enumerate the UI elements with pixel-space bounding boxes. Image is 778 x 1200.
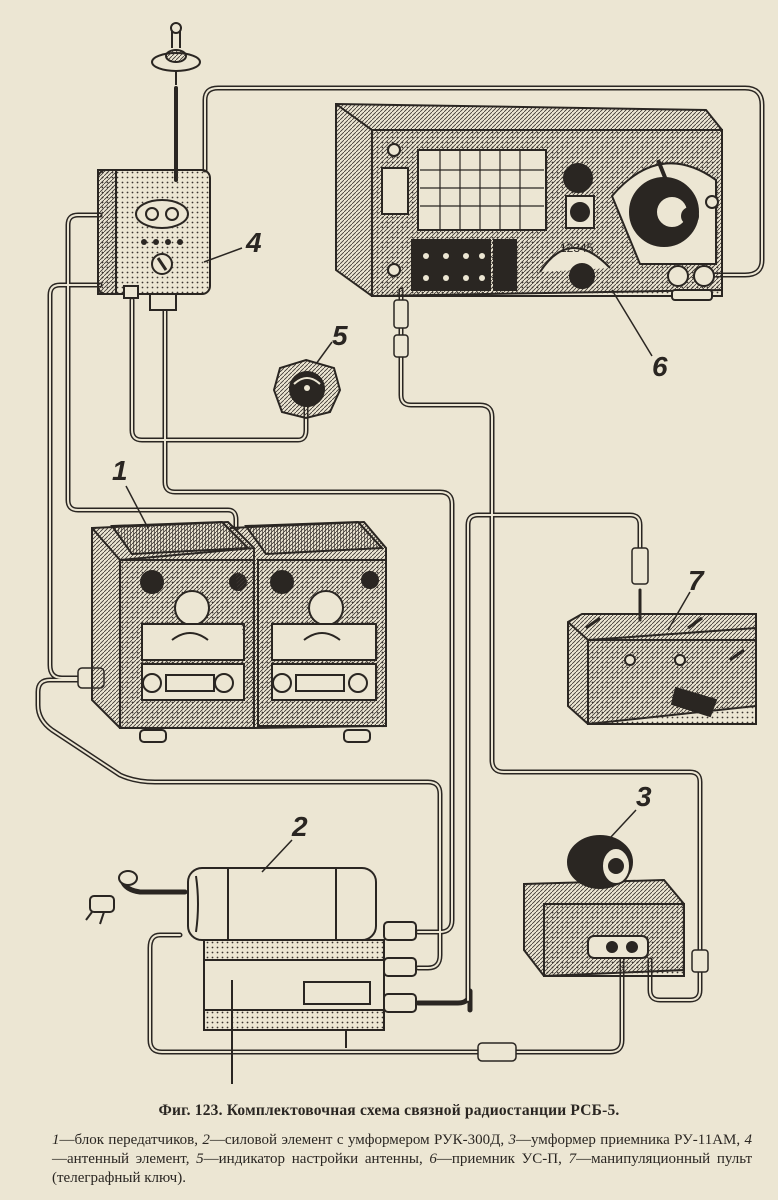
label-3: 3 xyxy=(636,781,652,812)
legend-item-text: манипуляционный пульт (телеграфный ключ) xyxy=(52,1151,753,1186)
receiver-umformer xyxy=(523,835,685,978)
label-6: 6 xyxy=(652,351,668,382)
legend-item-6: 6—приемник УС-П, xyxy=(429,1151,569,1167)
transmitter-block xyxy=(91,520,387,743)
legend-item-1: 1—блок передатчиков, xyxy=(52,1132,203,1148)
figure-legend: 1—блок передатчиков, 2—силовой элемент с… xyxy=(52,1131,752,1188)
receiver-unit: 12345 xyxy=(335,102,723,301)
legend-item-text: умформер приемника РУ-11АМ xyxy=(530,1132,737,1148)
legend-item-4: 4—антенный элемент, xyxy=(52,1132,753,1167)
legend-item-text: блок передатчиков xyxy=(74,1132,195,1148)
legend-item-number: 3 xyxy=(508,1132,516,1148)
label-2: 2 xyxy=(291,811,308,842)
figure-caption-title: Фиг. 123. Комплектовочная схема связной … xyxy=(158,1102,620,1119)
number-labels: 1 2 3 4 5 6 7 xyxy=(112,227,705,873)
legend-item-5: 5—индикатор настройки антенны, xyxy=(196,1151,430,1167)
label-4: 4 xyxy=(245,227,262,258)
label-7: 7 xyxy=(688,565,705,596)
label-5: 5 xyxy=(332,320,348,351)
legend-item-3: 3—умформер приемника РУ-11АМ, xyxy=(508,1132,745,1148)
legend-item-number: 1 xyxy=(52,1132,60,1148)
legend-item-number: 4 xyxy=(744,1132,753,1148)
legend-item-text: силовой элемент с умформером РУК-300Д xyxy=(224,1132,501,1148)
legend-item-text: индикатор настройки антенны xyxy=(218,1151,419,1167)
legend-item-text: приемник УС-П xyxy=(451,1151,559,1167)
label-1: 1 xyxy=(112,455,128,486)
legend-item-number: 7 xyxy=(568,1151,577,1167)
legend-item-2: 2—силовой элемент с умформером РУК-300Д, xyxy=(202,1132,509,1148)
legend-item-7: 7—манипуляционный пульт (телеграфный клю… xyxy=(52,1151,753,1186)
antenna-element xyxy=(97,169,211,311)
power-element xyxy=(85,867,417,1084)
legend-item-number: 6 xyxy=(429,1151,437,1167)
cables xyxy=(35,85,765,1062)
manipulation-panel xyxy=(567,613,757,726)
dial-digits: 12345 xyxy=(560,241,594,255)
legend-item-number: 2 xyxy=(202,1132,210,1148)
legend-item-text: антенный элемент xyxy=(67,1151,186,1167)
legend-item-number: 5 xyxy=(196,1151,204,1167)
tuning-indicator xyxy=(272,358,342,420)
equipment-diagram: 1 2 3 4 5 xyxy=(35,22,765,1084)
antenna-insulator xyxy=(151,22,201,85)
